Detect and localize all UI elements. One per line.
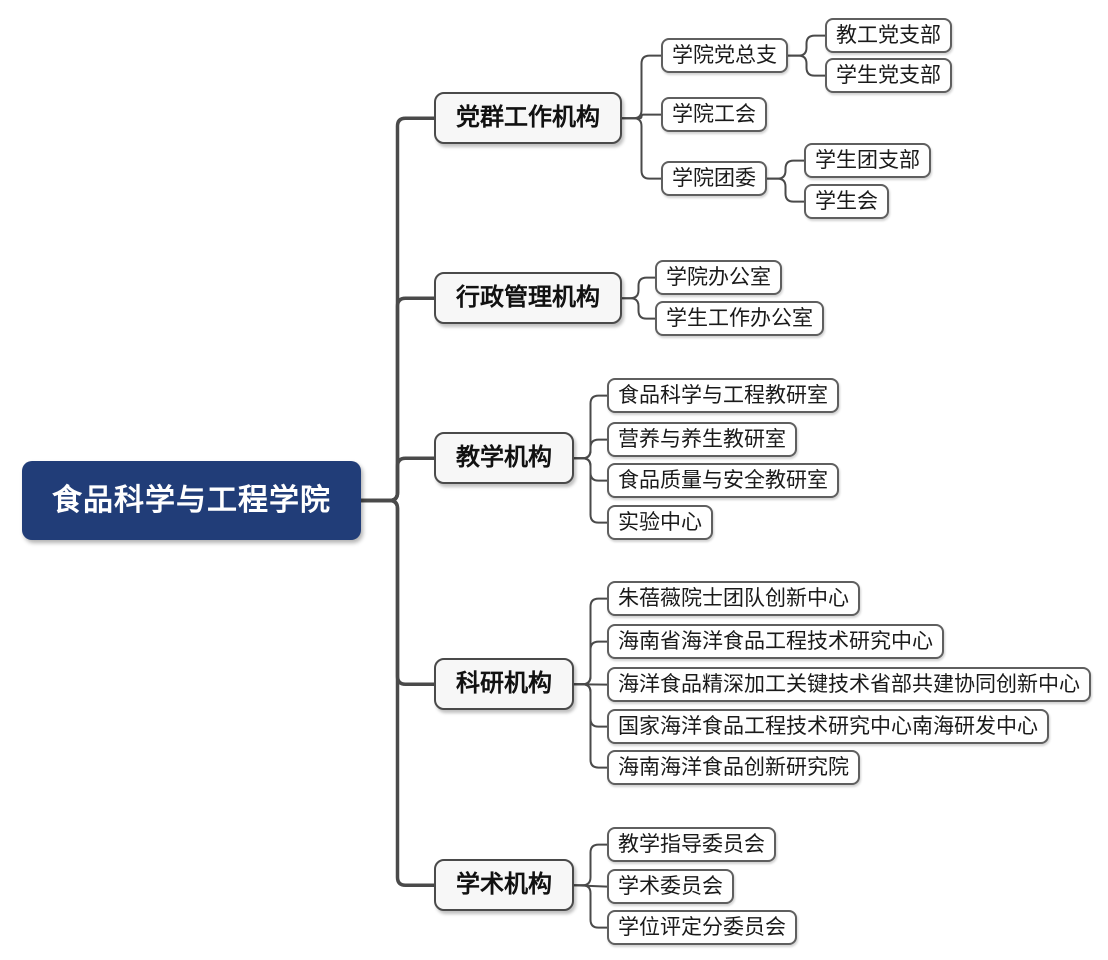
- root-node-college: 食品科学与工程学院: [22, 461, 361, 540]
- node-degree-evaluation-subcommittee: 学位评定分委员会: [607, 910, 797, 946]
- branch-research-organs: 科研机构: [434, 658, 574, 711]
- node-hainan-marine-food-innovation-institute: 海南海洋食品创新研究院: [607, 750, 860, 786]
- node-labor-union: 学院工会: [661, 97, 767, 133]
- node-experiment-center: 实验中心: [607, 505, 713, 541]
- node-student-league-branch: 学生团支部: [804, 143, 931, 179]
- node-youth-league-committee: 学院团委: [661, 161, 767, 197]
- branch-party-mass-organs: 党群工作机构: [434, 92, 622, 145]
- branch-academic-organs: 学术机构: [434, 859, 574, 912]
- node-academic-committee: 学术委员会: [607, 869, 734, 905]
- node-student-affairs-office: 学生工作办公室: [655, 301, 824, 337]
- node-teaching-steering-committee: 教学指导委员会: [607, 827, 776, 863]
- branch-admin-organs: 行政管理机构: [434, 272, 622, 325]
- node-hainan-marine-food-engineering-center: 海南省海洋食品工程技术研究中心: [607, 624, 944, 660]
- node-college-office: 学院办公室: [655, 260, 782, 296]
- node-student-union: 学生会: [804, 184, 889, 220]
- branch-teaching-organs: 教学机构: [434, 432, 574, 485]
- node-zhu-beiwei-academician-innovation-center: 朱蓓薇院士团队创新中心: [607, 581, 860, 617]
- node-marine-food-deep-processing-innovation-center: 海洋食品精深加工关键技术省部共建协同创新中心: [607, 667, 1091, 703]
- node-nutrition-health-teaching-office: 营养与养生教研室: [607, 422, 797, 458]
- node-food-quality-safety-teaching-office: 食品质量与安全教研室: [607, 463, 839, 499]
- node-food-sci-eng-teaching-office: 食品科学与工程教研室: [607, 378, 839, 414]
- node-faculty-party-branch: 教工党支部: [825, 18, 952, 54]
- node-party-general-branch: 学院党总支: [661, 38, 788, 74]
- node-student-party-branch: 学生党支部: [825, 58, 952, 94]
- node-national-marine-food-center-nanhai-rd: 国家海洋食品工程技术研究中心南海研发中心: [607, 709, 1049, 745]
